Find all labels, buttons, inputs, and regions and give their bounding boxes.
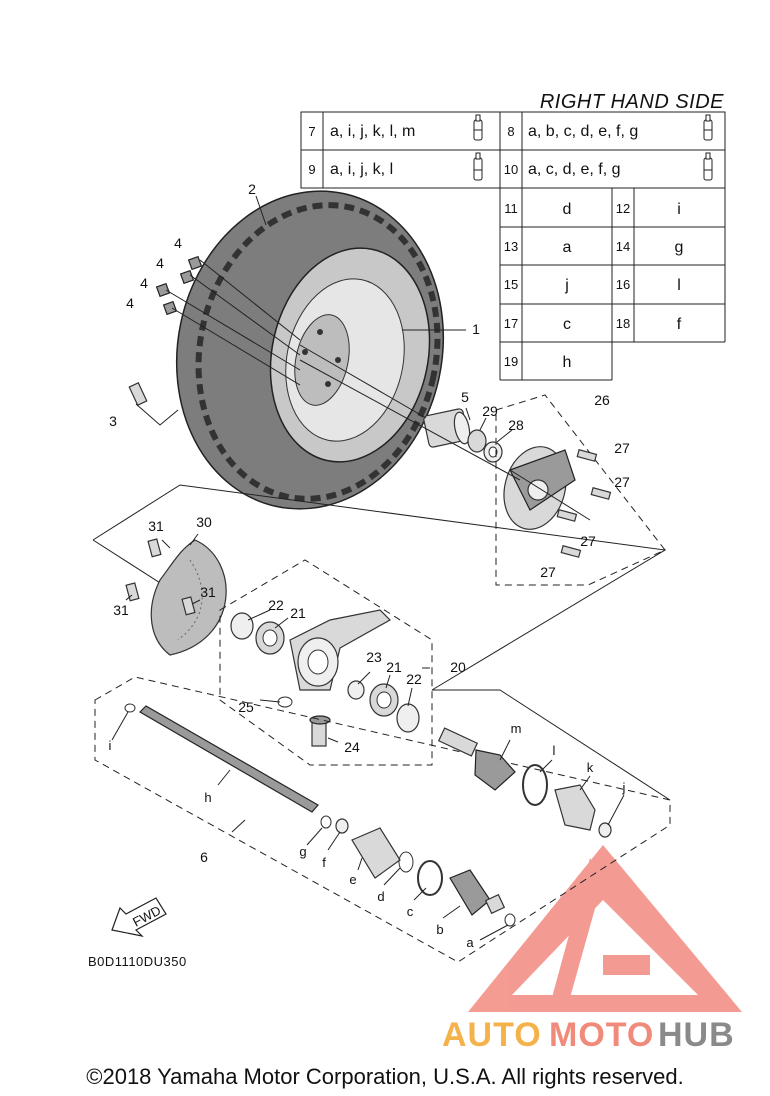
watermark-logo: [468, 845, 742, 1012]
brake-disc: [125, 538, 227, 656]
grease-tube-icon: [703, 152, 713, 181]
kit-row-items: a, i, j, k, l: [330, 161, 393, 178]
callout-label: 23: [366, 649, 382, 665]
callout-label: 24: [344, 739, 360, 755]
callout-label: 4: [174, 235, 182, 251]
fwd-label: FWD: [130, 903, 163, 930]
callout-label: j: [622, 780, 626, 795]
callout-label: b: [436, 922, 443, 937]
part-map-num: 19: [504, 354, 518, 369]
grease-tube-icon: [473, 152, 483, 181]
forward-arrow-icon: FWD: [111, 897, 167, 937]
leader-lines: [165, 195, 591, 521]
triangle-logo-icon: [468, 845, 742, 1012]
part-map-letter: a: [563, 239, 572, 256]
callout-label: 27: [540, 564, 556, 580]
part-map-num: 17: [504, 316, 518, 331]
callout-label: a: [466, 935, 474, 950]
leader-lines-lower: [111, 533, 625, 941]
grease-tube-icon: [703, 114, 713, 141]
part-map-letter: d: [563, 201, 572, 218]
kit-row-num: 8: [507, 124, 514, 139]
callout-label: 4: [156, 255, 164, 271]
callout-label: 5: [461, 389, 469, 405]
cv-joint-upper: [437, 727, 612, 838]
callout-label: k: [587, 760, 594, 775]
part-map-letter: c: [563, 316, 571, 333]
callout-label: 3: [109, 413, 117, 429]
hub-spacers: [423, 408, 503, 463]
callout-label: 31: [148, 518, 164, 534]
part-map-letter: j: [564, 277, 569, 294]
valve-stem: [128, 382, 179, 426]
callout-label: e: [349, 872, 356, 887]
diagram-code: B0D1110DU350: [88, 954, 187, 969]
kit-row-num: 7: [308, 124, 315, 139]
callout-label: 29: [482, 403, 498, 419]
part-map-letter: g: [675, 239, 684, 256]
part-map-num: 15: [504, 277, 518, 292]
copyright-notice: ©2018 Yamaha Motor Corporation, U.S.A. A…: [86, 1064, 683, 1089]
part-map-num: 14: [616, 239, 630, 254]
kit-table: RIGHT HAND SIDE 7 a, i, j, k, l, m 8 a, …: [300, 91, 726, 381]
part-map-num: 11: [504, 201, 518, 216]
callout-label: 6: [200, 849, 208, 865]
callout-label: 22: [268, 597, 284, 613]
table-title: RIGHT HAND SIDE: [540, 91, 724, 113]
callout-label: d: [377, 889, 384, 904]
part-map-num: 16: [616, 277, 630, 292]
callout-label: 27: [614, 474, 630, 490]
part-map-letter: h: [563, 354, 572, 371]
callout-label: 22: [406, 671, 422, 687]
callout-label: 2: [248, 181, 256, 197]
part-map-letter: l: [677, 277, 681, 294]
watermark-word: MOTO: [549, 1016, 654, 1054]
callout-label: 27: [580, 533, 596, 549]
kit-row-items: a, c, d, e, f, g: [528, 161, 621, 178]
part-map-num: 18: [616, 316, 630, 331]
tire-assembly: [175, 190, 445, 510]
watermark-word: AUTO: [442, 1016, 542, 1054]
callout-label: 21: [290, 605, 306, 621]
callout-label: 31: [113, 602, 129, 618]
callout-label: f: [322, 855, 326, 870]
callout-label: 25: [238, 699, 254, 715]
callout-label: 1: [472, 321, 480, 337]
steering-knuckle: [230, 609, 420, 747]
part-map-letter: i: [677, 201, 681, 218]
callout-label: 26: [594, 392, 610, 408]
callout-label: 4: [126, 295, 134, 311]
drive-shaft: [124, 703, 349, 834]
callout-label: c: [407, 904, 414, 919]
part-map-num: 13: [504, 239, 518, 254]
callout-label: 28: [508, 417, 524, 433]
callout-labels: 2 1 4 4 4 4 3 5 29 28 26 27 27 27 27 30 …: [109, 181, 630, 950]
callout-label: g: [299, 844, 306, 859]
kit-row-num: 9: [308, 162, 315, 177]
wheel-hub: [503, 446, 612, 558]
lug-nuts: [155, 255, 203, 316]
kit-row-items: a, b, c, d, e, f, g: [528, 123, 638, 140]
kit-row-num: 10: [504, 162, 518, 177]
watermark-wordmark: AUTO MOTO HUB: [442, 1016, 735, 1054]
cv-joint-lower: [351, 827, 516, 927]
callout-label: m: [511, 721, 522, 736]
callout-label: i: [109, 738, 112, 753]
grease-tube-icon: [473, 114, 483, 141]
callout-label: h: [204, 790, 211, 805]
part-map-num: 12: [616, 201, 630, 216]
watermark-word: HUB: [658, 1016, 735, 1054]
callout-label: 31: [200, 584, 216, 600]
part-map-letter: f: [677, 316, 682, 333]
callout-label: l: [553, 743, 556, 758]
callout-label: 30: [196, 514, 212, 530]
callout-label: 4: [140, 275, 148, 291]
callout-label: 21: [386, 659, 402, 675]
callout-label: 20: [450, 659, 466, 675]
kit-row-items: a, i, j, k, l, m: [330, 123, 415, 140]
callout-label: 27: [614, 440, 630, 456]
